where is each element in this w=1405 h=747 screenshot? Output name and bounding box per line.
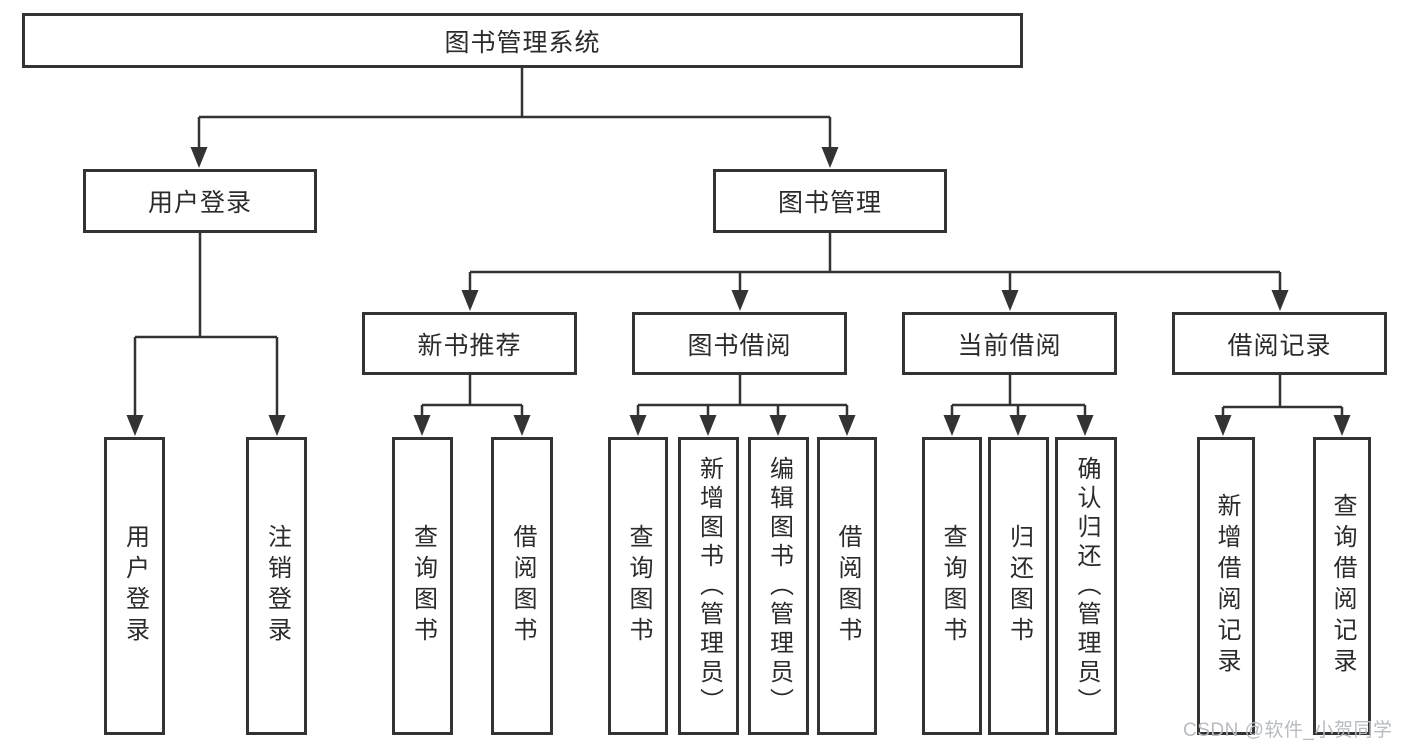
node-borrow-records-label: 借阅记录 [1227,331,1332,360]
connector-new-book-rec-children [420,375,524,418]
node-user-login-group: 用户登录 [83,169,317,233]
node-cb-confirm-return-label: 确认归还（管理员） [1073,455,1100,717]
arrowheads-new-book-rec-children [413,415,531,436]
node-new-book-rec: 新书推荐 [362,312,577,375]
node-user-login: 用户登录 [104,437,165,735]
node-user-login-group-label: 用户登录 [147,189,252,217]
node-bb-borrow-books-label: 借阅图书 [834,524,861,648]
node-bb-query-books-label: 查询图书 [625,524,652,648]
node-bb-add-books: 新增图书（管理员） [678,437,739,735]
node-bb-borrow-books: 借阅图书 [817,437,877,735]
node-current-borrow-label: 当前借阅 [957,331,1062,360]
node-book-mgmt-group-label: 图书管理 [777,189,882,217]
arrowheads-current-borrow-children [943,415,1094,436]
arrowheads-book-mgmt-children [461,290,1289,311]
arrowheads-level2 [190,147,839,168]
node-br-add-record-label: 新增借阅记录 [1213,493,1240,679]
connector-user-login-children [133,233,279,418]
connector-root-to-level2 [197,68,832,150]
node-rec-query-books-label: 查询图书 [409,524,437,648]
node-bb-edit-books-label: 编辑图书（管理员） [765,455,793,717]
connector-borrow-records-children [1221,375,1344,419]
node-br-query-record: 查询借阅记录 [1313,437,1371,735]
connector-book-mgmt-children [468,233,1282,293]
node-cb-return-books-label: 归还图书 [1005,524,1033,648]
arrowheads-user-login-children [126,415,286,436]
arrowheads-borrow-records-children [1214,415,1351,436]
node-bb-query-books: 查询图书 [608,437,668,735]
node-cb-return-books: 归还图书 [988,437,1049,735]
node-bb-edit-books: 编辑图书（管理员） [748,437,809,735]
connector-book-borrow-children [636,375,849,418]
node-bb-add-books-label: 新增图书（管理员） [695,455,723,717]
node-logout-login-label: 注销登录 [263,524,291,648]
connector-current-borrow-children [950,375,1087,418]
node-new-book-rec-label: 新书推荐 [417,331,522,360]
node-cb-confirm-return: 确认归还（管理员） [1055,437,1117,735]
node-rec-borrow-books-label: 借阅图书 [509,524,536,648]
node-br-query-record-label: 查询借阅记录 [1329,493,1356,679]
node-root: 图书管理系统 [22,13,1023,68]
node-user-login-label: 用户登录 [121,524,149,648]
node-rec-query-books: 查询图书 [392,437,453,735]
arrowheads-book-borrow-children [629,415,856,436]
node-current-borrow: 当前借阅 [902,312,1117,375]
node-rec-borrow-books: 借阅图书 [491,437,553,735]
node-book-mgmt-group: 图书管理 [713,169,947,233]
node-br-add-record: 新增借阅记录 [1197,437,1255,735]
node-logout-login: 注销登录 [246,437,307,735]
node-cb-query-books-label: 查询图书 [939,524,966,648]
node-book-borrow-label: 图书借阅 [687,331,792,360]
node-book-borrow: 图书借阅 [632,312,847,375]
node-cb-query-books: 查询图书 [922,437,982,735]
node-borrow-records: 借阅记录 [1172,312,1387,375]
node-root-label: 图书管理系统 [444,28,601,57]
csdn-watermark: CSDN @软件_小贺同学 [1183,720,1393,741]
